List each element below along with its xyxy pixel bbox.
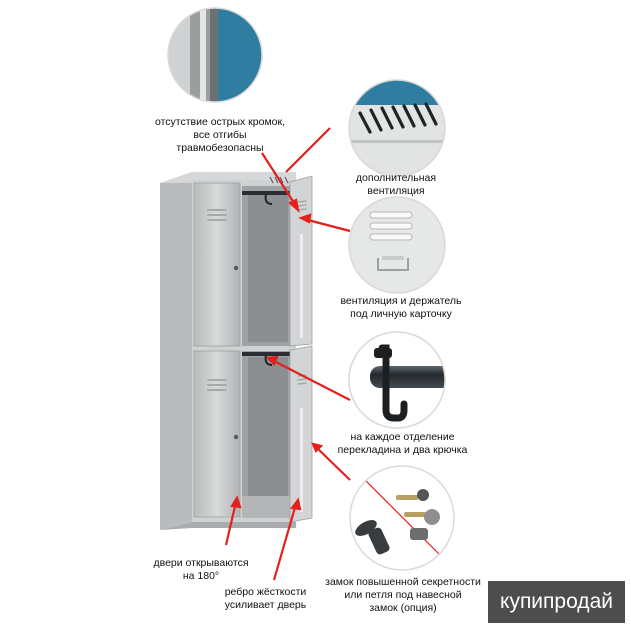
- label-lock: замок повышенной секретности или петля п…: [325, 576, 481, 614]
- label-edges: отсутствие острых кромок, все отгибы тра…: [154, 116, 286, 154]
- callout-circle-hooks: [349, 332, 445, 428]
- label-card-holder: вентиляция и держатель под личную карточ…: [340, 295, 462, 320]
- callout-circle-card-holder: [349, 197, 445, 293]
- label-hooks: на каждое отделение перекладина и два кр…: [337, 431, 468, 456]
- callout-circle-lock: [350, 466, 454, 570]
- label-ventilation: дополнительная вентиляция: [355, 172, 437, 197]
- callout-arrows: [224, 127, 351, 581]
- watermark-logo: купипродай: [488, 581, 625, 623]
- locker-illustration: [160, 172, 313, 530]
- label-doors: двери открываются на 180°: [153, 557, 249, 582]
- callout-circle-ventilation: [349, 80, 445, 176]
- label-rib: ребро жёсткости усиливает дверь: [224, 586, 307, 611]
